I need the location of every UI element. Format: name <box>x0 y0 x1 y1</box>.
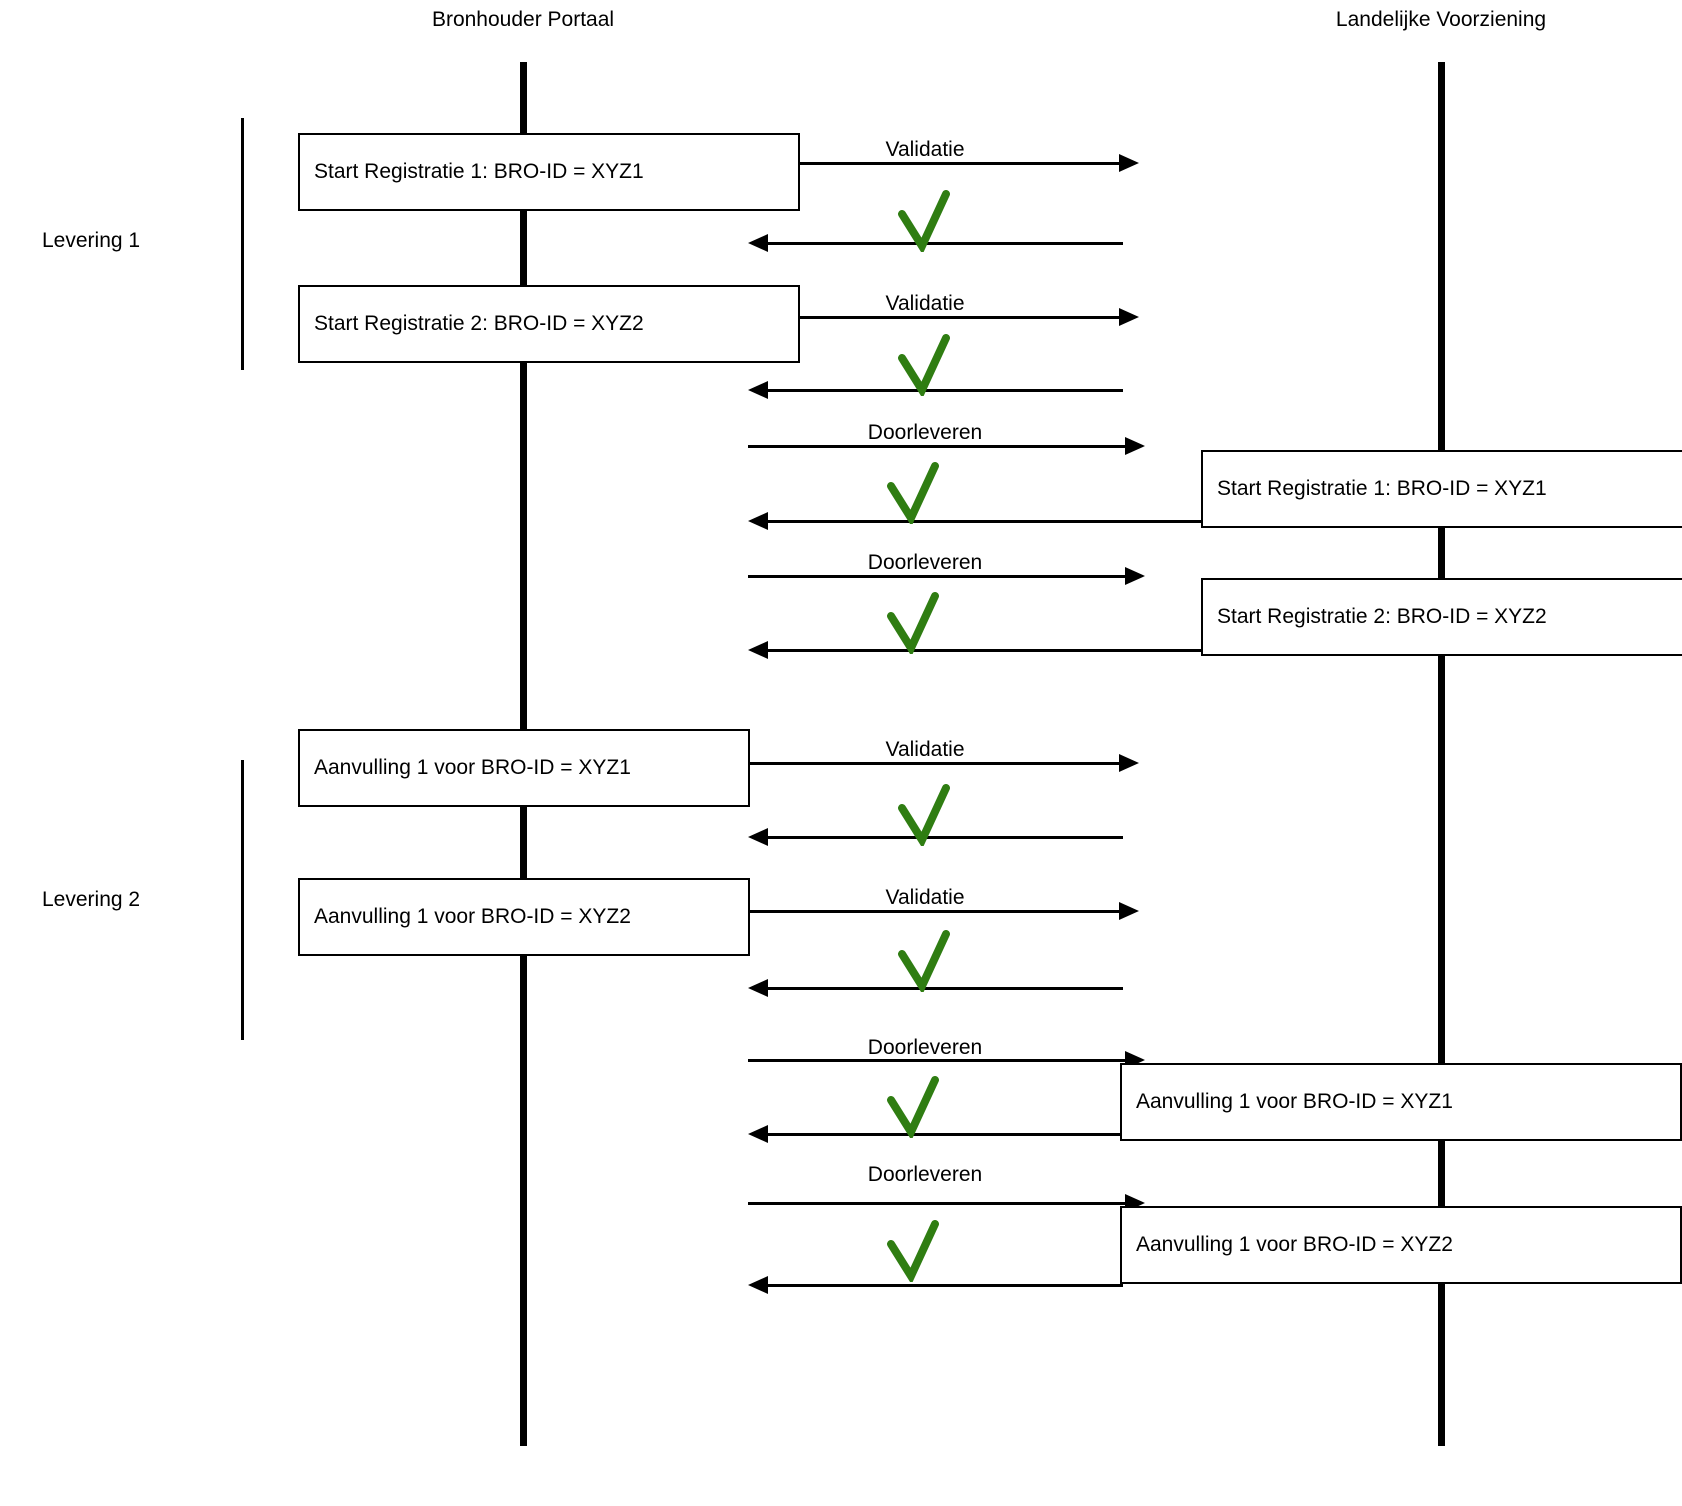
box-start-registratie-1-lv[interactable]: Start Registratie 1: BRO-ID = XYZ1 <box>1201 450 1682 528</box>
arrow-line-validatie-4-return <box>768 987 1123 990</box>
arrow-head-doorleveren-1-return <box>748 512 768 530</box>
arrow-line-validatie-2 <box>750 316 1119 319</box>
arrow-head-validatie-3-return <box>748 828 768 846</box>
arrow-line-validatie-4 <box>750 910 1119 913</box>
arrow-label-validatie-4: Validatie <box>885 886 965 909</box>
group-bracket-levering-2 <box>241 760 244 1040</box>
box-aanvulling-1-xyz1-lv[interactable]: Aanvulling 1 voor BRO-ID = XYZ1 <box>1120 1063 1682 1141</box>
lifeline-landelijke-voorziening <box>1438 62 1445 1446</box>
group-bracket-levering-1 <box>241 118 244 370</box>
arrow-head-validatie-4-return <box>748 979 768 997</box>
arrow-line-doorleveren-4-return <box>768 1284 1123 1287</box>
arrow-line-doorleveren-3 <box>748 1059 1125 1062</box>
arrow-label-validatie-3: Validatie <box>885 738 965 761</box>
arrow-line-doorleveren-1 <box>748 445 1125 448</box>
check-icon-validatie-1 <box>898 190 950 252</box>
arrow-line-validatie-3-return <box>768 836 1123 839</box>
arrow-line-validatie-2-return <box>768 389 1123 392</box>
arrow-line-doorleveren-2-return <box>768 649 1203 652</box>
arrow-head-doorleveren-1 <box>1125 437 1145 455</box>
arrow-head-validatie-2-return <box>748 381 768 399</box>
check-icon-doorleveren-4 <box>887 1220 939 1282</box>
lifeline-label-bronhouder-portaal: Bronhouder Portaal <box>431 8 615 31</box>
arrow-label-validatie-1: Validatie <box>885 138 965 161</box>
box-aanvulling-1-xyz1-portaal[interactable]: Aanvulling 1 voor BRO-ID = XYZ1 <box>298 729 750 807</box>
arrow-line-validatie-3 <box>750 762 1119 765</box>
arrow-label-doorleveren-3: Doorleveren <box>867 1036 983 1059</box>
arrow-label-doorleveren-2: Doorleveren <box>867 551 983 574</box>
check-icon-validatie-3 <box>898 784 950 846</box>
arrow-head-validatie-3 <box>1119 754 1139 772</box>
lifeline-label-landelijke-voorziening: Landelijke Voorziening <box>1335 8 1547 31</box>
check-icon-doorleveren-2 <box>887 592 939 654</box>
group-label-levering-2: Levering 2 <box>42 888 141 911</box>
arrow-head-validatie-4 <box>1119 902 1139 920</box>
arrow-label-doorleveren-4: Doorleveren <box>867 1163 983 1186</box>
arrow-line-doorleveren-3-return <box>768 1133 1123 1136</box>
arrow-label-doorleveren-1: Doorleveren <box>867 421 983 444</box>
arrow-line-doorleveren-4 <box>748 1202 1125 1205</box>
group-label-levering-1: Levering 1 <box>42 229 141 252</box>
box-aanvulling-1-xyz2-portaal[interactable]: Aanvulling 1 voor BRO-ID = XYZ2 <box>298 878 750 956</box>
check-icon-validatie-4 <box>898 930 950 992</box>
box-aanvulling-1-xyz2-lv[interactable]: Aanvulling 1 voor BRO-ID = XYZ2 <box>1120 1206 1682 1284</box>
arrow-head-doorleveren-3-return <box>748 1125 768 1143</box>
check-icon-doorleveren-3 <box>887 1076 939 1138</box>
box-start-registratie-2-lv[interactable]: Start Registratie 2: BRO-ID = XYZ2 <box>1201 578 1682 656</box>
check-icon-validatie-2 <box>898 334 950 396</box>
arrow-head-doorleveren-2 <box>1125 567 1145 585</box>
arrow-head-doorleveren-4-return <box>748 1276 768 1294</box>
check-icon-doorleveren-1 <box>887 462 939 524</box>
arrow-line-validatie-1 <box>750 162 1119 165</box>
box-start-registratie-1-portaal[interactable]: Start Registratie 1: BRO-ID = XYZ1 <box>298 133 800 211</box>
arrow-head-validatie-1-return <box>748 234 768 252</box>
box-start-registratie-2-portaal[interactable]: Start Registratie 2: BRO-ID = XYZ2 <box>298 285 800 363</box>
arrow-label-validatie-2: Validatie <box>885 292 965 315</box>
arrow-line-doorleveren-2 <box>748 575 1125 578</box>
arrow-head-doorleveren-2-return <box>748 641 768 659</box>
arrow-line-validatie-1-return <box>768 242 1123 245</box>
arrow-head-validatie-2 <box>1119 308 1139 326</box>
arrow-head-validatie-1 <box>1119 154 1139 172</box>
arrow-line-doorleveren-1-return <box>768 520 1203 523</box>
